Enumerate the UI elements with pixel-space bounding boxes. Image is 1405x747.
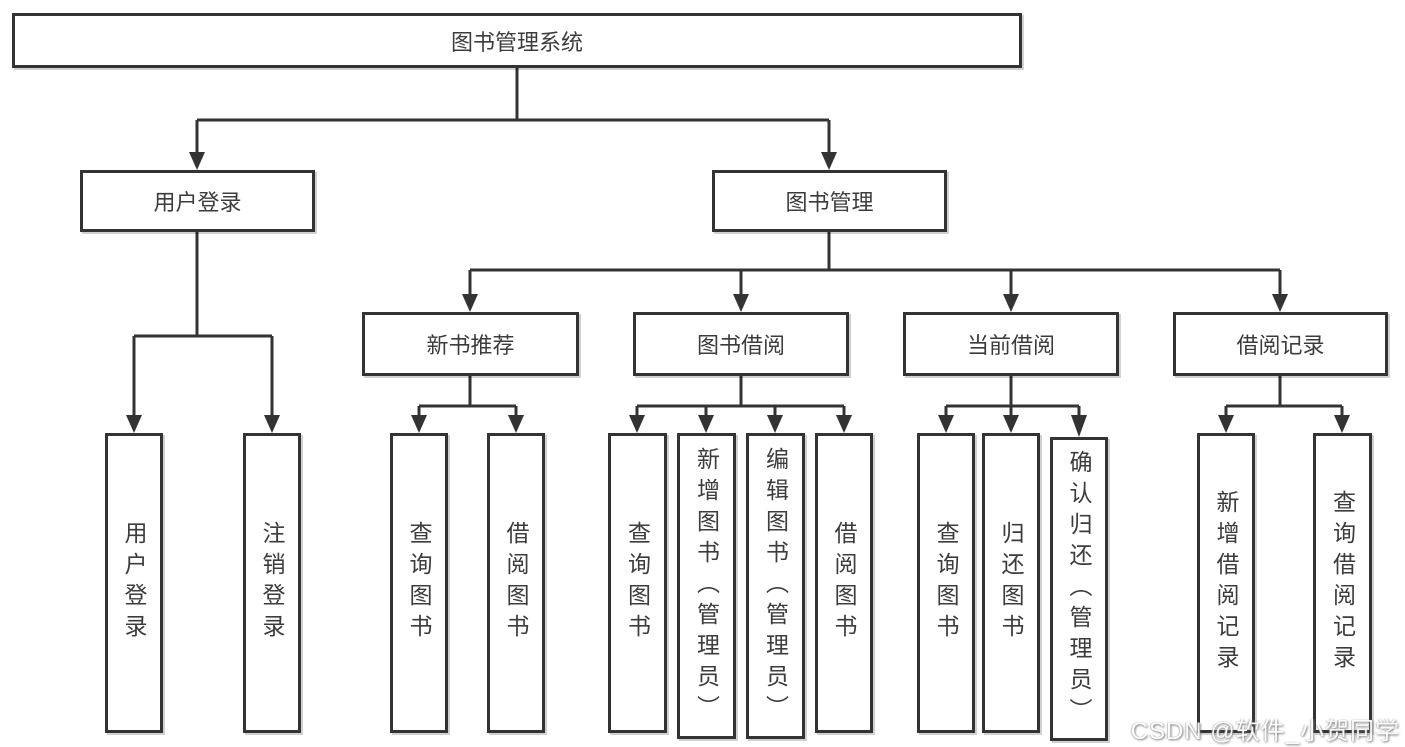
connector-book-borrow-children [629, 376, 852, 433]
arrow-down-icon [1003, 415, 1019, 433]
connector-new-book-children [411, 376, 524, 433]
leaf-bb-add-book-admin: 新增图书（管理员） [677, 433, 736, 739]
arrow-down-icon [821, 152, 837, 170]
arrow-down-icon [264, 415, 280, 433]
csdn-watermark: CSDN @软件_小贺同学 [1130, 718, 1400, 745]
arrow-down-icon [836, 415, 852, 433]
leaf-br-query-record: 查询借阅记录 [1313, 433, 1372, 733]
node-borrow-record: 借阅记录 [1173, 312, 1388, 376]
leaf-user-login: 用户登录 [105, 433, 163, 733]
leaf-nb-query-book: 查询图书 [390, 433, 448, 733]
arrow-down-icon [1218, 415, 1234, 433]
connector-book-mgmt-children [462, 232, 1288, 312]
arrow-down-icon [1334, 415, 1350, 433]
arrow-down-icon [462, 294, 478, 312]
node-book-mgmt: 图书管理 [712, 170, 947, 232]
arrow-down-icon [1272, 294, 1288, 312]
arrow-down-icon [767, 415, 783, 433]
connector-current-borrow-children [938, 376, 1087, 437]
leaf-bb-edit-book-admin: 编辑图书（管理员） [746, 433, 805, 739]
leaf-cb-query-book: 查询图书 [917, 433, 975, 733]
node-new-book-recommend: 新书推荐 [362, 312, 579, 376]
leaf-cb-confirm-return-admin: 确认归还（管理员） [1050, 437, 1108, 741]
leaf-nb-borrow-book: 借阅图书 [487, 433, 545, 733]
connector-borrow-record-children [1218, 376, 1350, 433]
node-book-borrow: 图书借阅 [633, 312, 849, 376]
leaf-bb-query-book: 查询图书 [608, 433, 667, 733]
arrow-down-icon [508, 415, 524, 433]
arrow-down-icon [733, 294, 749, 312]
arrow-down-icon [1071, 415, 1087, 437]
arrow-down-icon [411, 415, 427, 433]
node-user-login: 用户登录 [80, 170, 315, 232]
connector-user-login-children [126, 232, 280, 433]
arrow-down-icon [938, 415, 954, 433]
leaf-bb-borrow-book: 借阅图书 [815, 433, 873, 733]
arrow-down-icon [698, 415, 714, 433]
arrow-down-icon [189, 152, 205, 170]
leaf-cb-return-book: 归还图书 [982, 433, 1040, 733]
connector-root-to-level2 [189, 68, 837, 170]
node-root: 图书管理系统 [12, 13, 1022, 68]
arrow-down-icon [126, 415, 142, 433]
node-current-borrow: 当前借阅 [903, 312, 1119, 376]
leaf-logout-login: 注销登录 [243, 433, 301, 733]
arrow-down-icon [1003, 294, 1019, 312]
leaf-br-add-record: 新增借阅记录 [1197, 433, 1255, 733]
arrow-down-icon [629, 415, 645, 433]
